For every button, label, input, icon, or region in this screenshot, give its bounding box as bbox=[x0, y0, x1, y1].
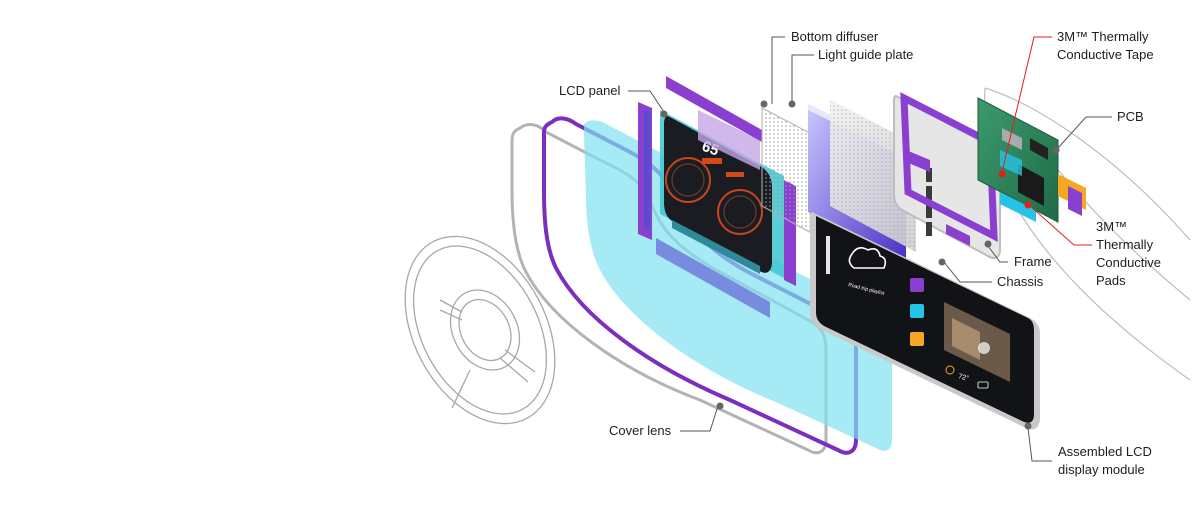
label-pcb: PCB bbox=[1117, 109, 1144, 124]
thermal-leader-lines bbox=[1001, 36, 1092, 246]
thermal-leader-dots bbox=[998, 170, 1032, 209]
label-thermal-pads: 3M™ Thermally Conductive Pads bbox=[1096, 219, 1162, 288]
label-assembled-module: Assembled LCD display module bbox=[1058, 444, 1152, 477]
leader-dots bbox=[660, 100, 1060, 430]
label-chassis: Chassis bbox=[997, 274, 1044, 289]
frame bbox=[900, 92, 998, 246]
label-light-guide-plate: Light guide plate bbox=[818, 47, 914, 62]
polarizer-layer bbox=[666, 76, 762, 170]
steering-wheel bbox=[404, 235, 556, 425]
assembled-lcd-module[interactable]: Road trip playlist 72° bbox=[810, 212, 1040, 430]
label-bottom-diffuser: Bottom diffuser bbox=[791, 29, 879, 44]
temperature-readout: 72° bbox=[958, 372, 970, 382]
label-thermal-tape: 3M™ Thermally Conductive Tape bbox=[1057, 29, 1154, 62]
leader-lines bbox=[628, 36, 1112, 462]
label-lcd-panel: LCD panel bbox=[559, 83, 621, 98]
instrument-cluster-screen: 65 bbox=[664, 116, 772, 274]
label-cover-lens: Cover lens bbox=[609, 423, 672, 438]
label-frame: Frame bbox=[1014, 254, 1052, 269]
